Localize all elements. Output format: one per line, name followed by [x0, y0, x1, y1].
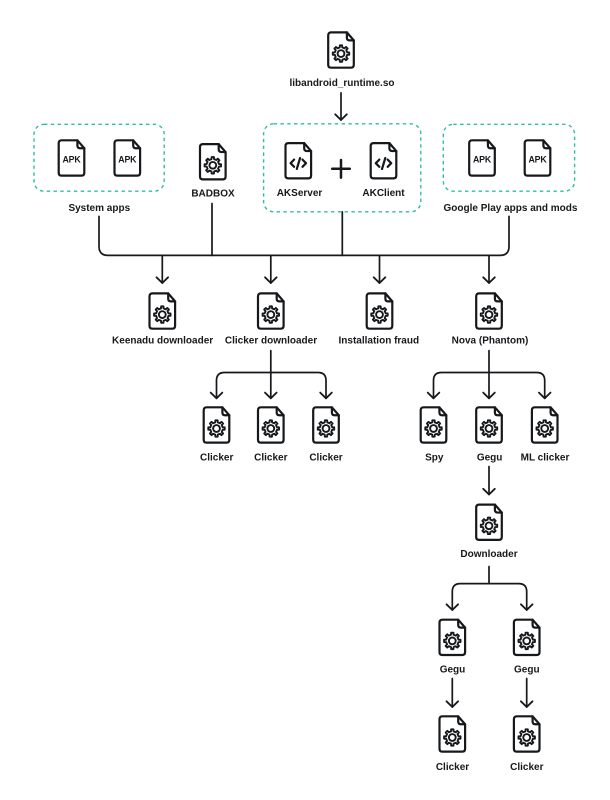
svg-text:Downloader: Downloader — [460, 549, 517, 560]
svg-text:Spy: Spy — [425, 453, 444, 464]
svg-text:AKClient: AKClient — [362, 188, 405, 199]
svg-text:Clicker: Clicker — [309, 453, 342, 464]
svg-text:Clicker: Clicker — [510, 762, 543, 773]
svg-text:BADBOX: BADBOX — [191, 188, 235, 199]
svg-text:libandroid_runtime.so: libandroid_runtime.so — [289, 78, 394, 89]
svg-text:Clicker downloader: Clicker downloader — [225, 335, 317, 346]
svg-text:Installation fraud: Installation fraud — [339, 335, 420, 346]
svg-text:Clicker: Clicker — [436, 762, 469, 773]
svg-text:AKServer: AKServer — [277, 188, 323, 199]
svg-text:ML clicker: ML clicker — [521, 453, 570, 464]
svg-text:Clicker: Clicker — [200, 453, 233, 464]
svg-text:Keenadu downloader: Keenadu downloader — [112, 335, 213, 346]
svg-text:Gegu: Gegu — [514, 665, 540, 676]
svg-text:Nova (Phantom): Nova (Phantom) — [452, 335, 529, 346]
svg-text:Gegu: Gegu — [477, 453, 503, 464]
svg-text:Gegu: Gegu — [440, 665, 466, 676]
svg-text:Google Play apps and mods: Google Play apps and mods — [444, 203, 578, 214]
svg-text:System apps: System apps — [68, 203, 130, 214]
svg-text:Clicker: Clicker — [254, 453, 287, 464]
